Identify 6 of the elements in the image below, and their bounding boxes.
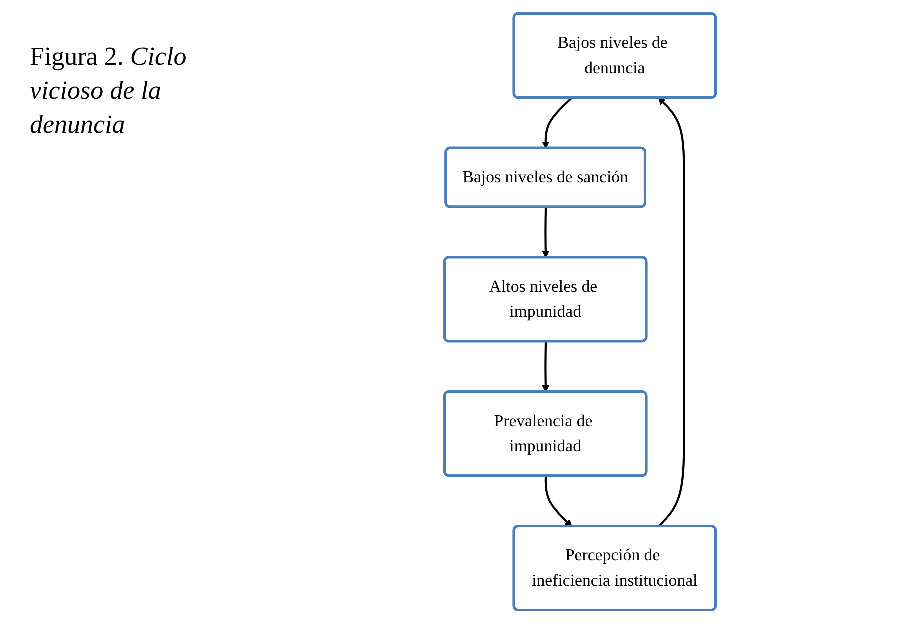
- arrow: [658, 98, 686, 528]
- figure-title: Figura 2. Ciclo vicioso de la denuncia: [29, 41, 188, 141]
- arrow: [542, 207, 550, 258]
- arrow: [542, 97, 573, 149]
- arrow: [542, 342, 550, 393]
- arrow: [545, 476, 573, 527]
